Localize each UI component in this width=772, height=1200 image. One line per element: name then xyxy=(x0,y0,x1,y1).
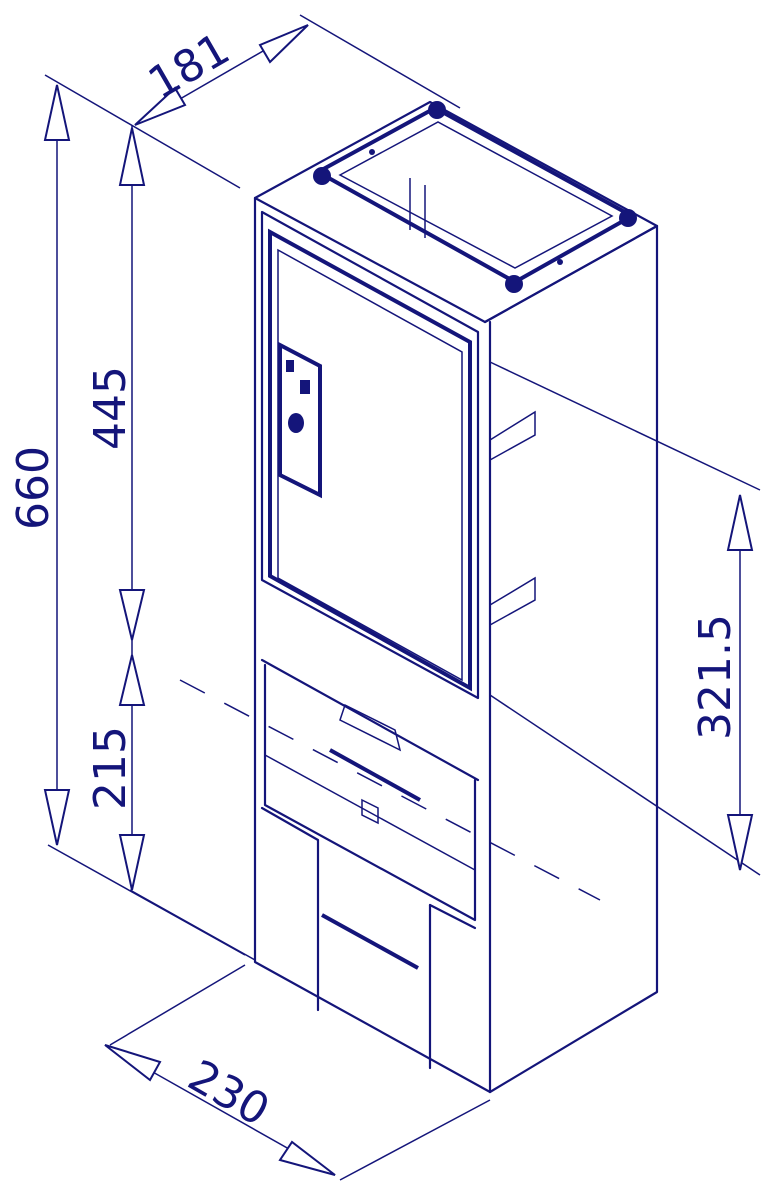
extension-lines xyxy=(44,14,761,1181)
dimension-lower-height: 215 xyxy=(85,726,136,810)
dimension-lines xyxy=(43,24,754,1176)
control-panel xyxy=(278,341,322,499)
dimension-width: 230 xyxy=(180,1050,278,1136)
dimension-total-height: 660 xyxy=(8,446,59,530)
door xyxy=(260,210,480,700)
dimension-upper-height: 445 xyxy=(85,366,136,450)
cabinet xyxy=(253,100,659,1094)
dimension-axis-height: 321.5 xyxy=(690,614,741,740)
dimension-depth: 181 xyxy=(140,23,238,109)
